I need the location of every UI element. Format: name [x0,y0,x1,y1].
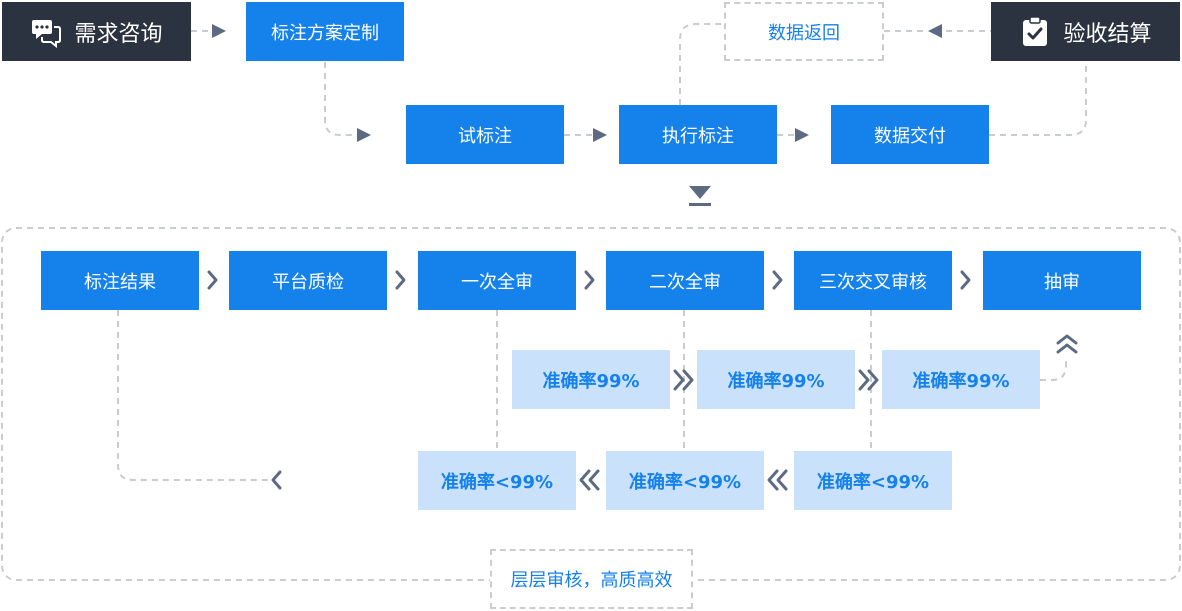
arrow-down-icon [689,186,711,199]
fail-box: 准确率<99% [606,451,764,510]
review-step: 三次交叉审核 [794,251,952,310]
execute-label: 执行标注 [662,125,734,147]
caption-box: 层层审核，高质高效 [490,549,693,609]
review-step: 平台质检 [229,251,387,310]
plan-label: 标注方案定制 [271,22,379,44]
pass-box: 准确率99% [697,350,855,409]
consult-label: 需求咨询 [74,21,163,47]
arrow-right-icon [212,24,226,38]
accept-box: 验收结算 [991,2,1180,61]
accept-label: 验收结算 [1063,21,1152,47]
review-step: 抽审 [983,251,1141,310]
execute-box: 执行标注 [619,105,777,164]
trial-label: 试标注 [458,125,512,147]
review-step: 一次全审 [418,251,576,310]
pass-box: 准确率99% [512,350,670,409]
deliver-box: 数据交付 [831,105,989,164]
review-step: 二次全审 [606,251,764,310]
fail-box: 准确率<99% [418,451,576,510]
trial-box: 试标注 [406,105,564,164]
review-step: 标注结果 [41,251,199,310]
plan-box: 标注方案定制 [246,2,404,61]
consult-box: 需求咨询 [2,2,191,61]
caption-label: 层层审核，高质高效 [510,570,673,591]
deliver-label: 数据交付 [874,125,946,147]
return-label: 数据返回 [768,22,840,44]
clipboard-check-icon [1023,15,1048,46]
return-box: 数据返回 [724,2,884,61]
pass-box: 准确率99% [882,350,1040,409]
fail-box: 准确率<99% [794,451,952,510]
arrow-left-icon [928,24,942,38]
chat-icon [32,19,62,48]
